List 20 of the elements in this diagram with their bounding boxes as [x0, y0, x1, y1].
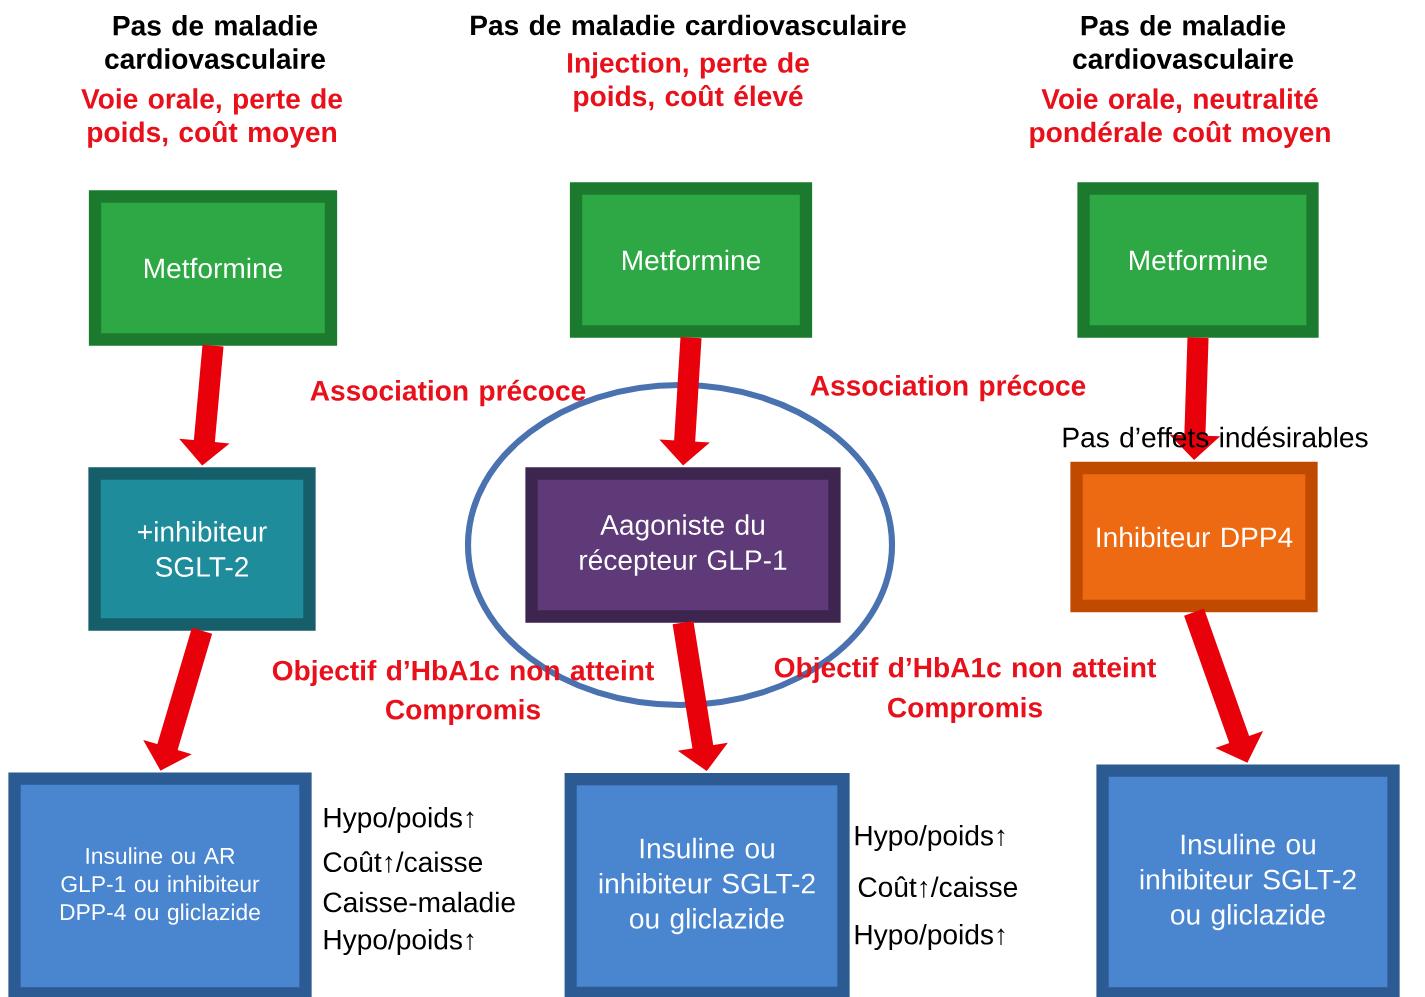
- text-label: Voie orale, neutralité pondérale coût moyen: [1030, 88, 1330, 148]
- text-label: Association précoce: [310, 379, 586, 407]
- text-label: Pas de maladie cardiovasculaire: [471, 14, 906, 36]
- text-label: Injection, perte de poids, coût élevé: [568, 52, 809, 112]
- process-box: Insuline ou inhibiteur SGLT-2 ou gliclazide: [1096, 764, 1400, 997]
- process-box: Aagoniste du récepteur GLP-1: [525, 467, 841, 623]
- text-label: Compromis: [888, 696, 1042, 724]
- process-box: Metformine: [1077, 182, 1319, 338]
- text-label: Association précoce: [810, 374, 1086, 402]
- text-label: Voie orale, perte de poids, coût moyen: [81, 88, 342, 148]
- process-box: Insuline ou AR GLP-1 ou inhibiteur DPP-4 ou gliclazide: [8, 772, 312, 997]
- process-box: +inhibiteur SGLT-2: [88, 467, 316, 631]
- process-box: Inhibiteur DPP4: [1070, 461, 1318, 613]
- text-label: Compromis: [386, 698, 540, 726]
- text-label: Caisse-maladie: [323, 891, 515, 913]
- process-box: Metformine: [569, 182, 813, 338]
- text-label: Pas de maladie cardiovasculaire: [1073, 15, 1293, 69]
- process-box: Insuline ou inhibiteur SGLT-2 ou gliclazide: [564, 772, 850, 997]
- text-label: Pas de maladie cardiovasculaire: [105, 15, 325, 69]
- process-box: Metformine: [88, 190, 338, 346]
